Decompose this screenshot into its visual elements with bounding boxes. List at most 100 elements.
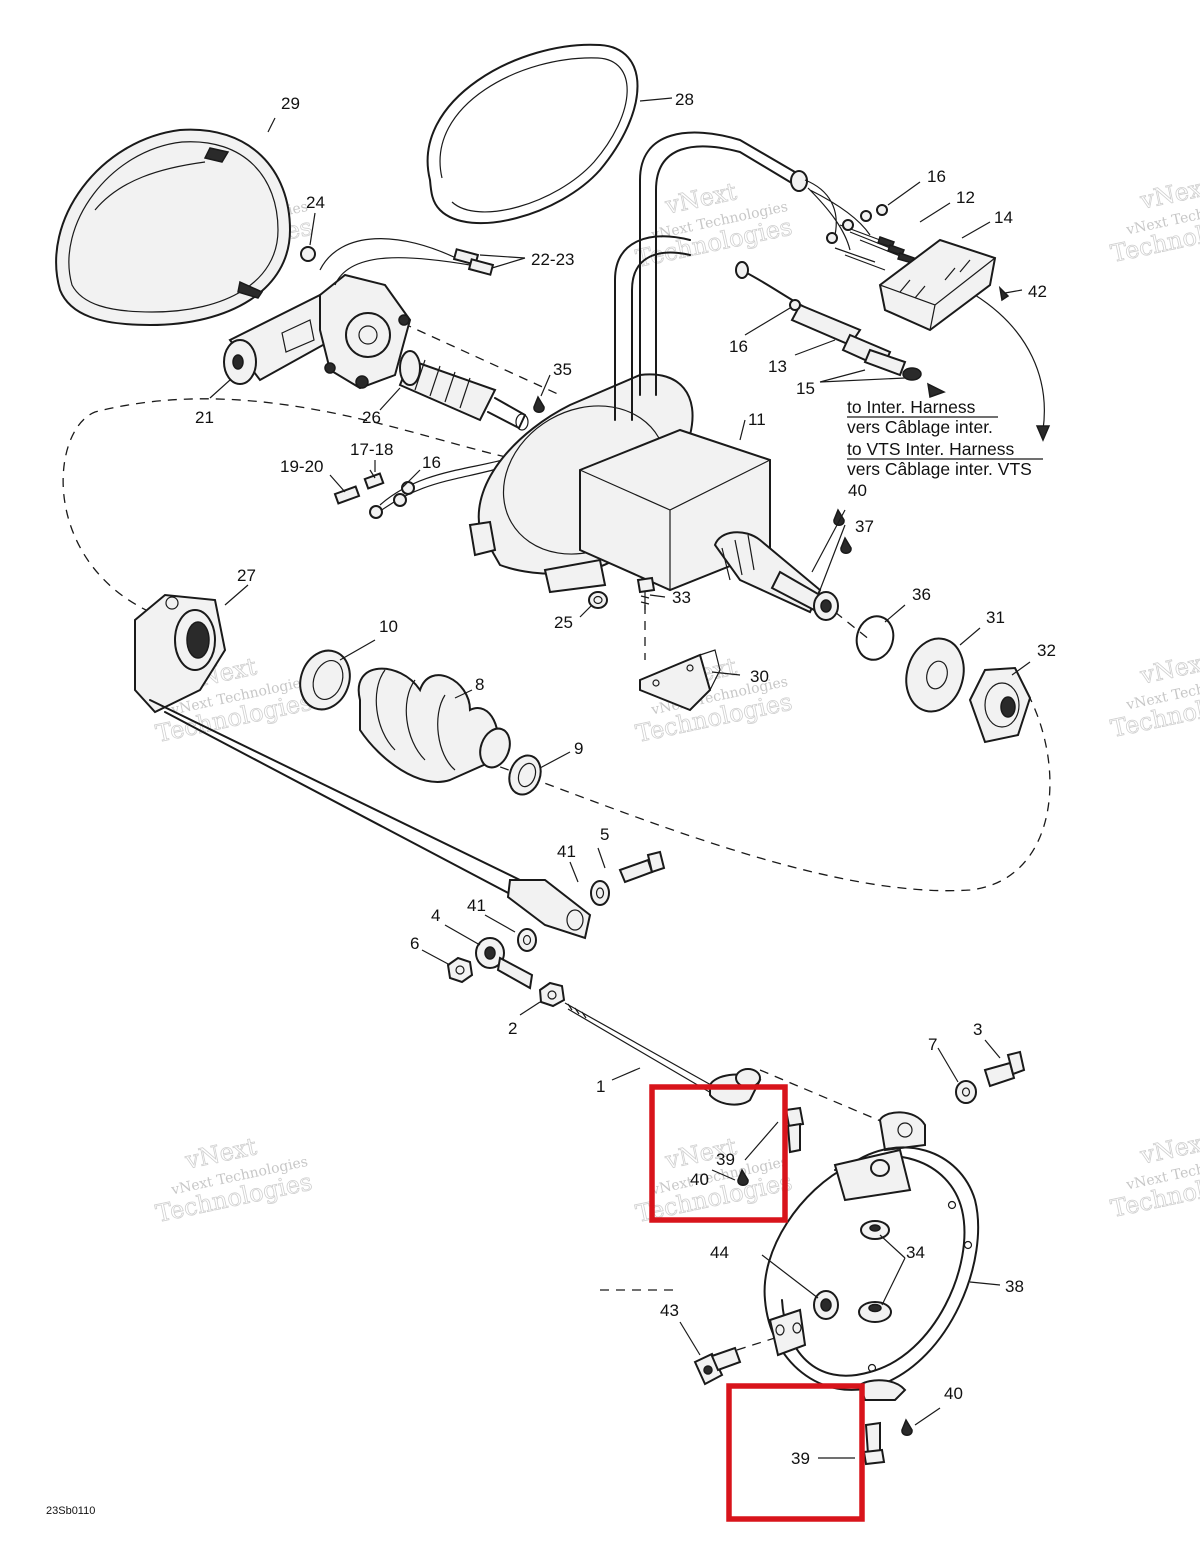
washer-31 bbox=[905, 637, 965, 713]
screw-39a bbox=[784, 1106, 805, 1154]
screw-5 bbox=[618, 850, 666, 884]
label-39-low: 39 bbox=[791, 1449, 810, 1468]
washer-7 bbox=[955, 1080, 977, 1104]
label-11: 11 bbox=[748, 410, 766, 429]
drop-40c bbox=[901, 1418, 913, 1436]
label-26: 26 bbox=[362, 408, 381, 427]
label-8: 8 bbox=[475, 675, 484, 694]
label-17-18: 17-18 bbox=[350, 440, 393, 459]
label-41-low: 41 bbox=[467, 896, 486, 915]
drop-35 bbox=[533, 395, 545, 413]
label-27: 27 bbox=[237, 566, 256, 585]
clevis-27 bbox=[134, 593, 521, 896]
leader-lines bbox=[209, 97, 1031, 1459]
highlight-box-top bbox=[649, 1084, 788, 1223]
drop-37 bbox=[840, 536, 852, 554]
label-44: 44 bbox=[710, 1243, 729, 1262]
label-5: 5 bbox=[600, 825, 609, 844]
label-25: 25 bbox=[554, 613, 573, 632]
o-ring-36 bbox=[855, 615, 895, 661]
boot-8 bbox=[357, 667, 511, 783]
belt-28 bbox=[426, 43, 639, 224]
label-32: 32 bbox=[1037, 641, 1056, 660]
note-line-3: to VTS Inter. Harness bbox=[847, 439, 1015, 459]
label-4: 4 bbox=[431, 906, 440, 925]
label-14: 14 bbox=[994, 208, 1013, 227]
clamp-9 bbox=[508, 754, 542, 796]
label-16-top: 16 bbox=[927, 167, 946, 186]
nut-25 bbox=[588, 591, 608, 609]
label-3: 3 bbox=[973, 1020, 982, 1039]
screw-3 bbox=[983, 1050, 1026, 1088]
drop-40a bbox=[833, 508, 845, 526]
nut-6 bbox=[446, 956, 474, 984]
label-30: 30 bbox=[750, 667, 769, 686]
label-37: 37 bbox=[855, 517, 874, 536]
label-36: 36 bbox=[912, 585, 931, 604]
label-13: 13 bbox=[768, 357, 787, 376]
cable-1 bbox=[564, 1002, 762, 1106]
note-line-2: vers Câblage inter. bbox=[847, 417, 993, 437]
label-39-top: 39 bbox=[716, 1150, 735, 1169]
clamp-10 bbox=[299, 649, 351, 711]
harness-notes: to Inter. Harness vers Câblage inter. to… bbox=[847, 397, 1043, 479]
cover-29 bbox=[55, 128, 292, 327]
wiring-small bbox=[300, 238, 511, 519]
label-16-mid: 16 bbox=[729, 337, 748, 356]
note-line-4: vers Câblage inter. VTS bbox=[847, 459, 1032, 479]
label-22-23: 22-23 bbox=[531, 250, 574, 269]
label-24: 24 bbox=[306, 193, 325, 212]
screw-43 bbox=[693, 1346, 742, 1386]
housing-38 bbox=[763, 1111, 980, 1401]
note-line-1: to Inter. Harness bbox=[847, 397, 976, 417]
label-16-low: 16 bbox=[422, 453, 441, 472]
label-28: 28 bbox=[675, 90, 694, 109]
label-9: 9 bbox=[574, 739, 583, 758]
label-34: 34 bbox=[906, 1243, 925, 1262]
motor-axis-dashed bbox=[329, 289, 561, 396]
label-12: 12 bbox=[956, 188, 975, 207]
label-43: 43 bbox=[660, 1301, 679, 1320]
harness-route-arrow bbox=[974, 294, 1045, 431]
rod-end bbox=[506, 879, 592, 940]
nut-32 bbox=[968, 666, 1032, 744]
assembly-loop-dashed bbox=[62, 398, 1051, 892]
label-2: 2 bbox=[508, 1019, 517, 1038]
label-29: 29 bbox=[281, 94, 300, 113]
highlight-box-bottom bbox=[726, 1383, 865, 1522]
harness-arrowhead-15 bbox=[927, 382, 946, 399]
screw-33 bbox=[636, 576, 656, 610]
worm-gear-26 bbox=[398, 350, 529, 431]
label-19-20: 19-20 bbox=[280, 457, 323, 476]
label-35: 35 bbox=[553, 360, 572, 379]
washer-41b bbox=[517, 928, 537, 952]
label-6: 6 bbox=[410, 934, 419, 953]
label-40-top: 40 bbox=[848, 481, 867, 500]
label-31: 31 bbox=[986, 608, 1005, 627]
actuator-unit-11 bbox=[468, 131, 839, 621]
label-7: 7 bbox=[928, 1035, 937, 1054]
washer-41a bbox=[590, 880, 610, 906]
nut-2 bbox=[538, 981, 566, 1008]
label-38: 38 bbox=[1005, 1277, 1024, 1296]
harness-connectors bbox=[735, 179, 1010, 381]
housing-axis-dashed bbox=[759, 1069, 891, 1126]
label-21: 21 bbox=[195, 408, 214, 427]
label-40-mid: 40 bbox=[690, 1170, 709, 1189]
label-1: 1 bbox=[596, 1077, 605, 1096]
part-labels: 29 24 22-23 28 16 12 14 42 16 13 15 11 3… bbox=[195, 90, 1056, 1468]
label-33: 33 bbox=[672, 588, 691, 607]
drop-40b bbox=[737, 1168, 749, 1186]
screw-39b bbox=[862, 1421, 886, 1466]
harness-route-arrowhead bbox=[1035, 425, 1051, 442]
label-41-top: 41 bbox=[557, 842, 576, 861]
label-42: 42 bbox=[1028, 282, 1047, 301]
label-40-low: 40 bbox=[944, 1384, 963, 1403]
bracket-30 bbox=[639, 649, 721, 712]
label-10: 10 bbox=[379, 617, 398, 636]
label-15: 15 bbox=[796, 379, 815, 398]
ball-joint-4 bbox=[475, 937, 534, 990]
connector-14 bbox=[878, 238, 997, 332]
motor-21 bbox=[223, 273, 412, 390]
